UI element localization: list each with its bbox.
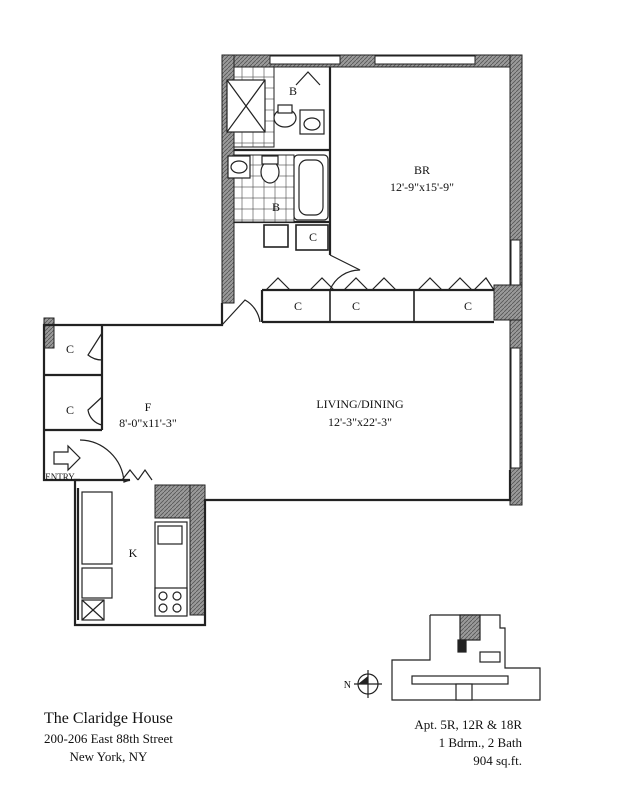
key-plan xyxy=(391,614,541,701)
closet-label: C xyxy=(352,299,360,313)
living-dining-dimensions: 12'-3"x22'-3" xyxy=(328,415,392,429)
north-label: N xyxy=(344,680,351,691)
windows xyxy=(269,55,521,469)
bath-label: B xyxy=(272,200,280,214)
exterior-walls xyxy=(43,54,523,616)
bath-label: B xyxy=(289,84,297,98)
dishwasher xyxy=(81,567,113,599)
unit-rooms: 1 Bdrm., 2 Bath xyxy=(438,735,522,750)
building-name: The Claridge House xyxy=(44,710,173,727)
kitchen-counter xyxy=(81,491,113,565)
bedroom-label: BR xyxy=(414,163,430,177)
unit-location-marker xyxy=(459,614,481,641)
stove xyxy=(154,587,188,617)
unit-apartments: Apt. 5R, 12R & 18R xyxy=(414,717,522,732)
closet-label: C xyxy=(66,403,74,417)
entry-label: ENTRY xyxy=(45,472,75,482)
entry-arrow-icon xyxy=(53,444,81,472)
closet-label: C xyxy=(464,299,472,313)
closet-label: C xyxy=(309,230,317,244)
unit-area: 904 sq.ft. xyxy=(473,753,522,768)
foyer-label: F xyxy=(145,400,152,414)
doors xyxy=(79,71,495,483)
fixtures xyxy=(81,79,329,621)
closet-label: C xyxy=(66,342,74,356)
building-city: New York, NY xyxy=(69,749,148,764)
building-address: 200-206 East 88th Street xyxy=(44,731,173,746)
unit-info: Apt. 5R, 12R & 18R 1 Bdrm., 2 Bath 904 s… xyxy=(414,716,522,770)
north-compass-icon xyxy=(354,670,382,698)
kitchen-label: K xyxy=(129,546,138,560)
living-dining-label: LIVING/DINING xyxy=(316,397,404,411)
closet-dividers xyxy=(263,224,415,322)
foyer-dimensions: 8'-0"x11'-3" xyxy=(119,416,177,430)
kitchen-sink xyxy=(157,525,183,545)
bedroom-dimensions: 12'-9"x15'-9" xyxy=(390,180,454,194)
building-info: The Claridge House 200-206 East 88th Str… xyxy=(44,708,173,766)
closet-label: C xyxy=(294,299,302,313)
walls xyxy=(42,67,512,627)
